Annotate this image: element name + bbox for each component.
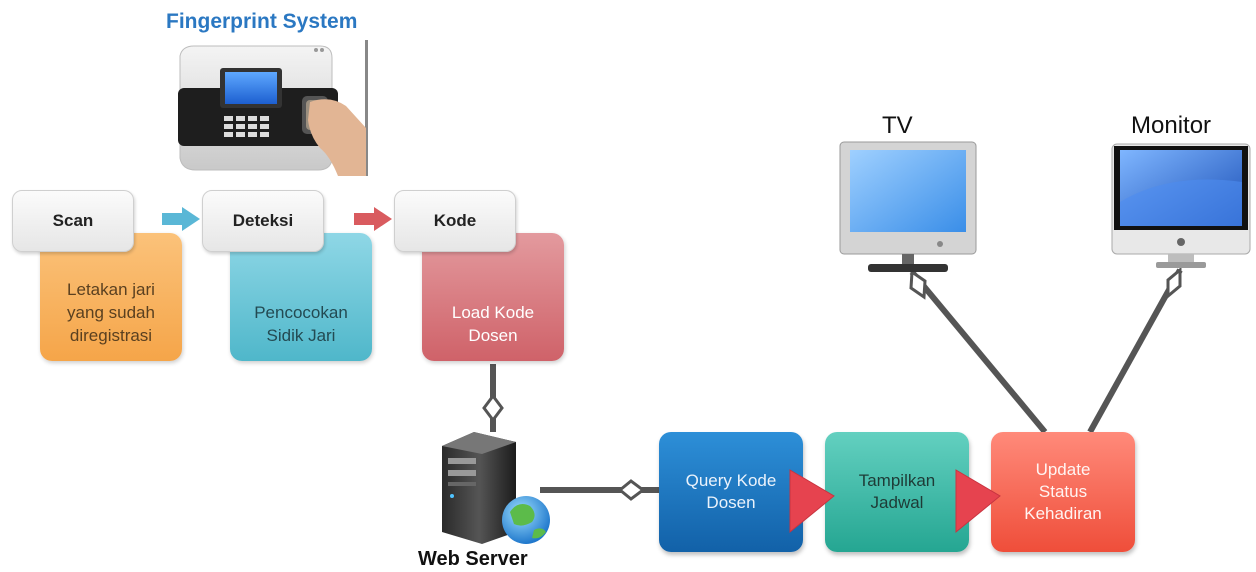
connector-update-monitor (1087, 268, 1183, 434)
deteksi-step-header: Deteksi (202, 190, 324, 252)
tampilkan-jadwal-process: Tampilkan Jadwal (825, 432, 969, 552)
scan-step-description: Letakan jari yang sudah diregistrasi (40, 233, 182, 361)
fingerprint-device-image (178, 40, 368, 176)
scan-step-header: Scan (12, 190, 134, 252)
aggregation-diamond (1166, 266, 1182, 300)
query-kode-dosen-process: Query Kode Dosen (659, 432, 803, 552)
aggregation-diamond (617, 479, 646, 501)
kode-step-description: Load Kode Dosen (422, 233, 564, 361)
kode-step-header: Kode (394, 190, 516, 252)
triangle-arrow-icon (955, 469, 1001, 534)
triangle-arrow-icon (789, 469, 835, 534)
connector-update-tv (909, 270, 1048, 434)
monitor-label: Monitor (1131, 112, 1212, 139)
deteksi-step-description: Pencocokan Sidik Jari (230, 233, 372, 361)
scan-step-label: Scan (52, 211, 94, 230)
update-process-label: Update Status Kehadiran (1024, 460, 1102, 523)
tampilkan-process-label: Tampilkan Jadwal (858, 471, 936, 512)
arrow-right-icon (162, 207, 200, 231)
scan-step-text: Letakan jari yang sudah diregistrasi (67, 280, 155, 345)
kode-step-label: Kode (433, 211, 477, 230)
aggregation-diamond (482, 393, 504, 423)
update-status-process: Update Status Kehadiran (991, 432, 1135, 552)
arrow-right-icon (354, 207, 392, 231)
tv-icon (839, 141, 977, 272)
tv-label: TV (882, 112, 913, 139)
deteksi-step-label: Deteksi (232, 211, 294, 230)
kode-step-text: Load Kode Dosen (451, 303, 535, 345)
monitor-icon (1111, 143, 1251, 268)
fingerprint-system-title: Fingerprint System (166, 10, 358, 33)
deteksi-step-text: Pencocokan Sidik Jari (254, 303, 348, 345)
web-server-label: Web Server (418, 548, 528, 570)
server-icon (442, 432, 550, 544)
aggregation-diamond (909, 269, 927, 300)
query-process-label: Query Kode Dosen (685, 471, 777, 512)
